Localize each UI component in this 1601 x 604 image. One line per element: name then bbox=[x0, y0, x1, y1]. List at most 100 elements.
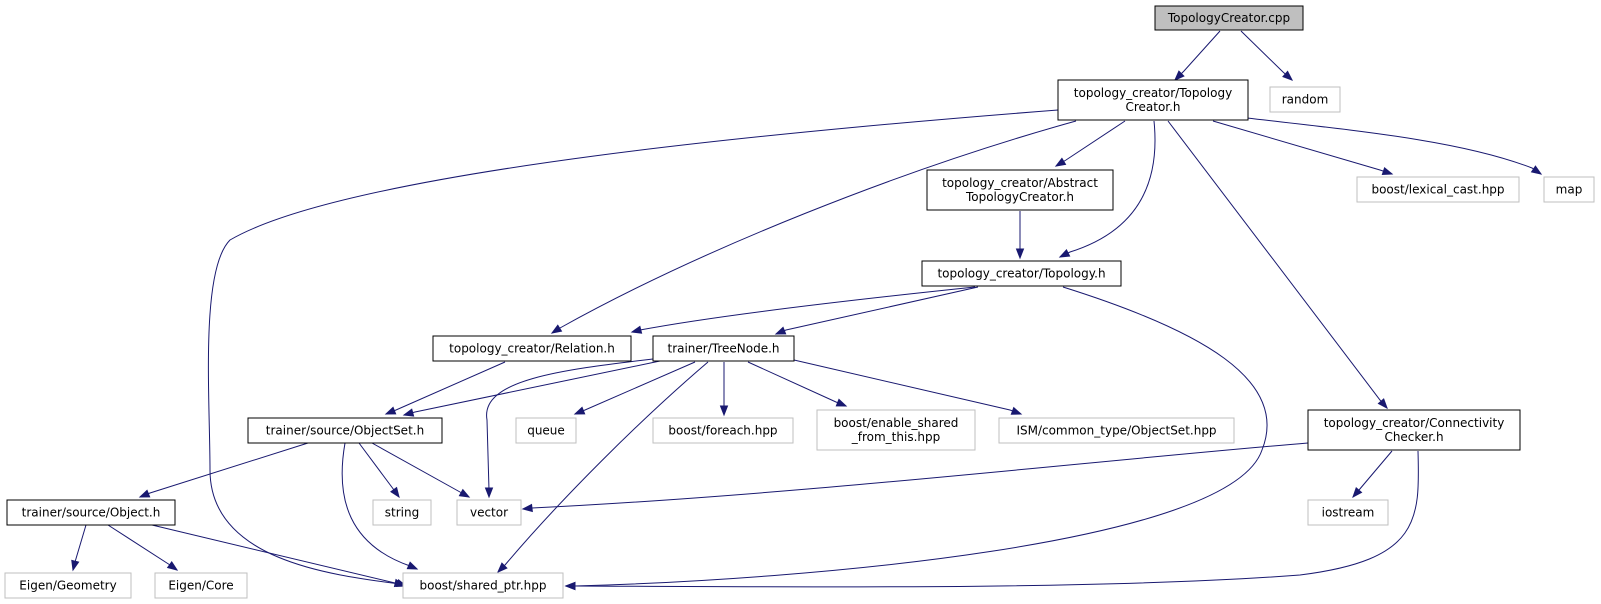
node-boost-foreach: boost/foreach.hpp bbox=[652, 417, 794, 444]
edge-topologycreator_h-to-relation_h bbox=[550, 120, 1077, 334]
node-box bbox=[926, 169, 1114, 211]
edge-object_h-to-eigen_core bbox=[107, 524, 179, 571]
edge-connectivity_checker_h-to-vector bbox=[521, 442, 1309, 513]
node-box bbox=[402, 572, 564, 599]
node-label: queue bbox=[527, 424, 565, 438]
node-topology-h[interactable]: topology_creator/Topology.h bbox=[921, 260, 1122, 287]
node-box bbox=[1057, 79, 1249, 121]
node-box bbox=[1307, 499, 1389, 526]
node-box bbox=[515, 417, 577, 444]
node-label: trainer/source/Object.h bbox=[22, 506, 161, 520]
node-box bbox=[1307, 409, 1521, 451]
node-string: string bbox=[372, 499, 432, 526]
node-relation-h[interactable]: topology_creator/Relation.h bbox=[432, 335, 632, 362]
node-label: Eigen/Geometry bbox=[19, 579, 116, 593]
node-label: Checker.h bbox=[1384, 430, 1443, 444]
edge-treenode_h-to-objectset_h bbox=[402, 360, 661, 417]
node-label: TopologyCreator.cpp bbox=[1167, 11, 1290, 25]
node-random: random bbox=[1269, 86, 1341, 113]
node-treenode-h[interactable]: trainer/TreeNode.h bbox=[652, 335, 795, 362]
node-box bbox=[456, 499, 522, 526]
node-label: vector bbox=[470, 506, 508, 520]
node-label: TopologyCreator.h bbox=[965, 190, 1074, 204]
edge-relation_h-to-objectset_h bbox=[384, 361, 506, 415]
edge-topology_h-to-relation_h bbox=[630, 286, 976, 334]
node-box bbox=[247, 417, 443, 444]
node-eigen-core: Eigen/Core bbox=[154, 572, 248, 599]
node-label: boost/enable_shared bbox=[834, 416, 959, 430]
node-object-h[interactable]: trainer/source/Object.h bbox=[6, 499, 176, 526]
node-map: map bbox=[1543, 176, 1595, 203]
node-box bbox=[372, 499, 432, 526]
edge-connectivity_checker_h-to-boost_shared_ptr bbox=[564, 450, 1419, 591]
node-topologycreator-h[interactable]: topology_creator/TopologyCreator.h bbox=[1057, 79, 1249, 121]
node-box bbox=[1543, 176, 1595, 203]
edge-object_h-to-boost_shared_ptr bbox=[151, 524, 406, 588]
node-box bbox=[998, 417, 1235, 444]
node-label: topology_creator/Topology.h bbox=[937, 267, 1105, 281]
edge-treenode_h-to-vector bbox=[484, 358, 654, 499]
edge-objectset_h-to-string bbox=[358, 442, 400, 499]
edge-objectset_h-to-object_h bbox=[138, 442, 309, 498]
edge-treenode_h-to-boost_shared_ptr bbox=[497, 361, 709, 573]
edge-treenode_h-to-boost_enable_shared bbox=[747, 361, 848, 407]
edge-treenode_h-to-queue bbox=[573, 361, 696, 415]
edge-topologycreator_cpp-to-random bbox=[1240, 30, 1294, 81]
node-label: string bbox=[385, 506, 419, 520]
edge-connectivity_checker_h-to-iostream bbox=[1352, 450, 1393, 499]
edge-topology_h-to-treenode_h bbox=[774, 286, 979, 335]
edge-treenode_h-to-ism_objectset bbox=[793, 359, 1023, 415]
edge-topologycreator_h-to-topology_h bbox=[1058, 120, 1156, 258]
node-label: random bbox=[1282, 93, 1329, 107]
node-label: topology_creator/Relation.h bbox=[449, 342, 615, 356]
node-box bbox=[1356, 176, 1520, 203]
node-label: boost/foreach.hpp bbox=[668, 424, 777, 438]
node-topologycreator-cpp[interactable]: TopologyCreator.cpp bbox=[1154, 5, 1304, 31]
node-box bbox=[921, 260, 1122, 287]
node-box bbox=[652, 335, 795, 362]
node-boost-shared-ptr: boost/shared_ptr.hpp bbox=[402, 572, 564, 599]
node-label: topology_creator/Connectivity bbox=[1324, 416, 1505, 430]
node-box bbox=[1154, 5, 1304, 31]
node-label: boost/lexical_cast.hpp bbox=[1371, 183, 1504, 197]
node-label: Eigen/Core bbox=[168, 579, 233, 593]
edge-topologycreator_h-to-map bbox=[1246, 117, 1543, 175]
edge-treenode_h-to-boost_foreach bbox=[719, 362, 729, 417]
edge-topologycreator_h-to-abstract_topologycreator_h bbox=[1054, 120, 1126, 167]
node-iostream: iostream bbox=[1307, 499, 1389, 526]
node-label: ISM/common_type/ObjectSet.hpp bbox=[1016, 424, 1216, 438]
edge-objectset_h-to-vector bbox=[371, 442, 471, 498]
edge-topologycreator_h-to-connectivity_checker_h bbox=[1167, 120, 1388, 410]
node-label: trainer/source/ObjectSet.h bbox=[266, 424, 424, 438]
edge-topologycreator_cpp-to-topologycreator_h bbox=[1174, 30, 1221, 81]
node-label: iostream bbox=[1322, 506, 1375, 520]
node-box bbox=[1269, 86, 1341, 113]
node-box bbox=[4, 572, 132, 599]
node-vector: vector bbox=[456, 499, 522, 526]
edge-abstract_topologycreator_h-to-topology_h bbox=[1015, 211, 1025, 260]
edge-objectset_h-to-boost_shared_ptr bbox=[341, 442, 419, 570]
node-box bbox=[154, 572, 248, 599]
node-boost-enable-shared: boost/enable_shared_from_this.hpp bbox=[816, 409, 976, 451]
node-ism-objectset: ISM/common_type/ObjectSet.hpp bbox=[998, 417, 1235, 444]
edge-topologycreator_h-to-boost_lexical_cast bbox=[1212, 120, 1394, 176]
edge-object_h-to-eigen_geometry bbox=[71, 524, 87, 572]
node-box bbox=[816, 409, 976, 451]
node-label: Creator.h bbox=[1125, 100, 1180, 114]
node-objectset-h[interactable]: trainer/source/ObjectSet.h bbox=[247, 417, 443, 444]
node-queue: queue bbox=[515, 417, 577, 444]
node-label: topology_creator/Topology bbox=[1074, 86, 1232, 100]
node-abstract-topologycreator-h[interactable]: topology_creator/AbstractTopologyCreator… bbox=[926, 169, 1114, 211]
node-box bbox=[6, 499, 176, 526]
node-boost-lexical-cast: boost/lexical_cast.hpp bbox=[1356, 176, 1520, 203]
node-label: _from_this.hpp bbox=[851, 430, 940, 444]
node-box bbox=[652, 417, 794, 444]
node-box bbox=[432, 335, 632, 362]
node-label: boost/shared_ptr.hpp bbox=[420, 579, 547, 593]
node-eigen-geometry: Eigen/Geometry bbox=[4, 572, 132, 599]
node-label: map bbox=[1556, 183, 1583, 197]
node-label: trainer/TreeNode.h bbox=[667, 342, 779, 356]
node-label: topology_creator/Abstract bbox=[942, 176, 1098, 190]
